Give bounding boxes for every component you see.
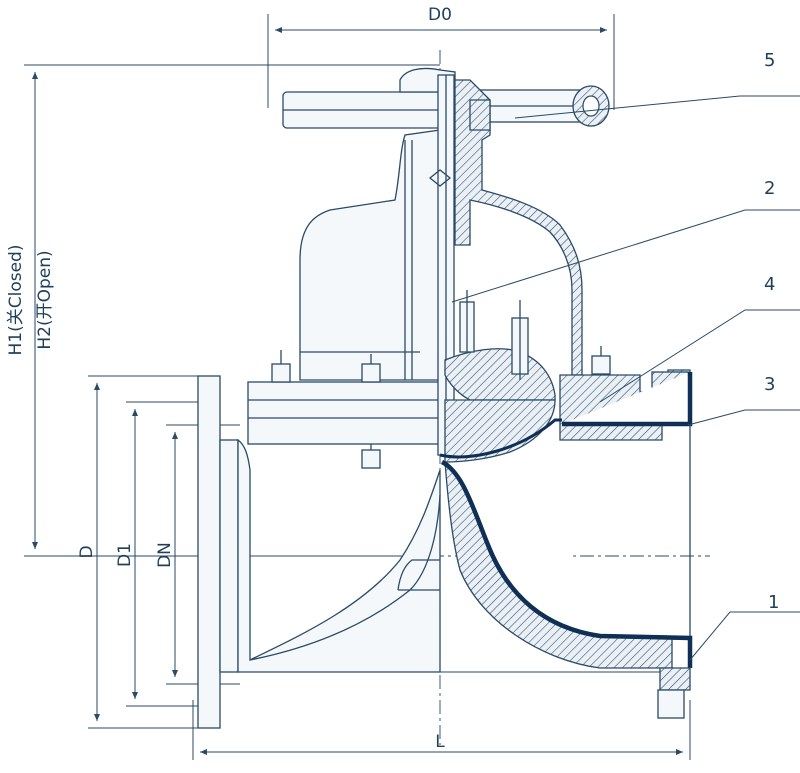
bonnet [247, 129, 441, 445]
diaphragm [439, 418, 562, 459]
callout-leaders [451, 95, 800, 661]
callout-2: 2 [764, 178, 775, 199]
callout-3: 3 [764, 374, 775, 395]
d0-dimension [267, 14, 615, 110]
dn-label: DN [155, 542, 175, 568]
valve-body [237, 438, 690, 673]
l-label: L [435, 732, 445, 752]
d-label: D [77, 545, 97, 558]
h1-label: H1(关Closed) [6, 245, 26, 356]
left-flange [197, 375, 239, 729]
valve-stem [437, 74, 455, 456]
h2-label: H2(开Open) [35, 250, 55, 349]
callout-5: 5 [764, 50, 775, 71]
callout-4: 4 [764, 274, 775, 295]
bonnet-bolts [271, 346, 611, 469]
d1-label: D1 [115, 543, 135, 567]
d0-label: D0 [428, 5, 452, 25]
linkage [428, 169, 529, 380]
callout-1: 1 [768, 592, 779, 613]
l-dimension [192, 700, 691, 760]
